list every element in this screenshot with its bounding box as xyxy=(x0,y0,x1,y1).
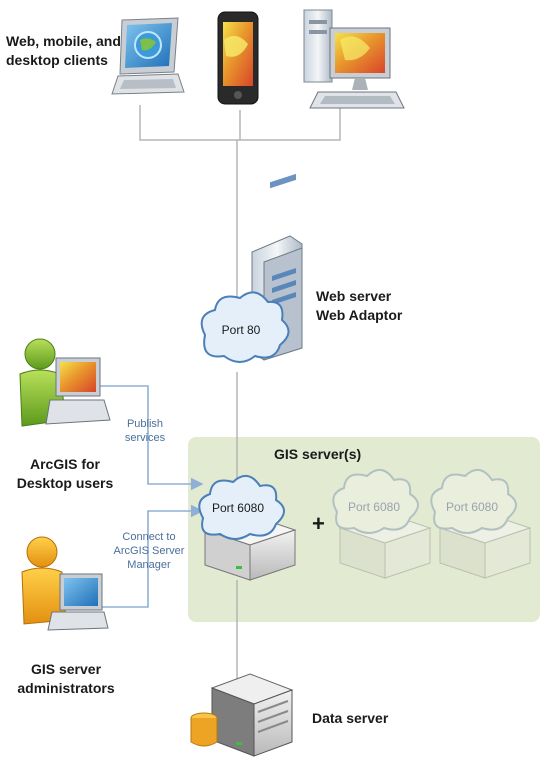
port-6080-cloud-primary xyxy=(198,475,285,540)
port-80-cloud xyxy=(200,291,290,363)
connect-manager-line1: Connect to xyxy=(122,531,176,543)
desktop-users-label-line1: ArcGIS for xyxy=(29,456,100,472)
connect-manager-line2: ArcGIS Server xyxy=(113,545,185,557)
desktop-user-icon xyxy=(19,338,111,427)
port-6080-secondary-2-label: Port 6080 xyxy=(446,500,498,514)
administrators-label: GIS server administrators xyxy=(6,660,126,698)
gis-server-title: GIS server(s) xyxy=(274,446,362,462)
publish-services-line2: services xyxy=(124,432,166,444)
desktop-users-label-line2: Desktop users xyxy=(16,475,114,491)
publish-services-text: Publish services xyxy=(112,417,178,445)
publish-services-line1: Publish xyxy=(126,418,164,430)
connect-manager-line3: Manager xyxy=(127,559,171,571)
data-server-label: Data server xyxy=(312,710,389,726)
clients-label: Web, mobile, and desktop clients xyxy=(6,32,121,70)
web-server-label: Web server Web Adaptor xyxy=(316,287,402,325)
port-80-label: Port 80 xyxy=(222,323,261,337)
desktop-computer-icon xyxy=(303,9,405,109)
clients-label-line1: Web, mobile, and xyxy=(6,33,121,49)
web-server-label-line2: Web Adaptor xyxy=(316,307,403,323)
port-6080-secondary-1-label: Port 6080 xyxy=(348,500,400,514)
laptop-icon xyxy=(111,17,185,95)
desktop-users-label: ArcGIS for Desktop users xyxy=(10,455,120,493)
connect-manager-text: Connect to ArcGIS Server Manager xyxy=(104,530,194,572)
gis-server-secondary-1-icon xyxy=(332,469,432,579)
clients-label-line2: desktop clients xyxy=(6,52,108,68)
web-server-label-line1: Web server xyxy=(316,288,392,304)
phone-icon xyxy=(217,11,259,105)
connect-arrow xyxy=(100,504,204,608)
connector-lines xyxy=(139,105,341,680)
publish-arrow xyxy=(100,385,204,491)
gis-server-secondary-2-icon xyxy=(430,469,532,579)
administrators-label-line1: GIS server xyxy=(30,661,102,677)
administrators-label-line2: administrators xyxy=(17,680,115,696)
administrator-icon xyxy=(21,536,109,631)
data-server-icon xyxy=(190,673,294,757)
plus-sign: + xyxy=(312,511,325,536)
port-6080-primary-label: Port 6080 xyxy=(212,501,264,515)
